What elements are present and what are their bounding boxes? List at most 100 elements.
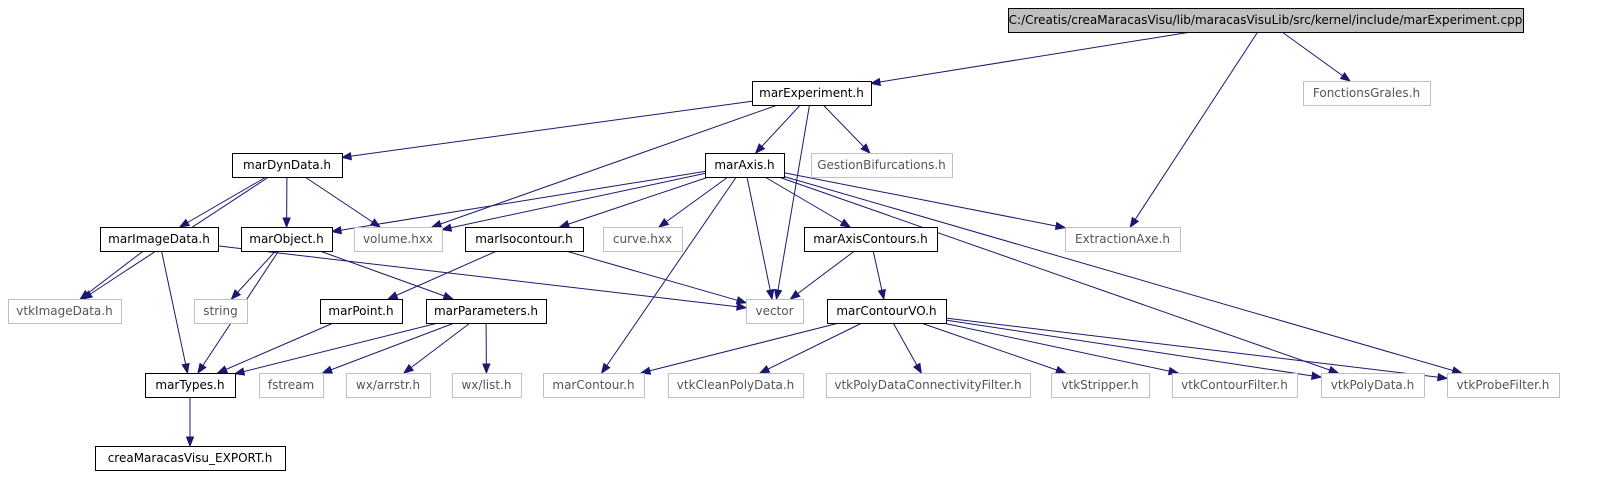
node-wxlist[interactable]: wx/list.h — [452, 373, 522, 398]
node-maraxis[interactable]: marAxis.h — [705, 153, 785, 178]
edge-marimagedata-to-vector — [217, 245, 748, 311]
node-box[interactable] — [232, 153, 343, 178]
node-box[interactable] — [752, 81, 872, 106]
node-box[interactable] — [145, 373, 236, 398]
node-box[interactable] — [8, 299, 122, 324]
node-fonctionsgrales[interactable]: FonctionsGrales.h — [1303, 81, 1431, 106]
node-gestionbifurcations[interactable]: GestionBifurcations.h — [811, 153, 953, 178]
node-maraxiscontours[interactable]: marAxisContours.h — [804, 227, 938, 252]
node-vtkpolydata[interactable]: vtkPolyData.h — [1321, 373, 1425, 398]
node-string[interactable]: string — [194, 299, 248, 324]
node-box[interactable] — [804, 227, 938, 252]
node-vtkimagedata[interactable]: vtkImageData.h — [8, 299, 122, 324]
node-fstream[interactable]: fstream — [259, 373, 324, 398]
node-box[interactable] — [1065, 227, 1181, 252]
node-martypes[interactable]: marTypes.h — [145, 373, 236, 398]
edge-line — [746, 176, 773, 300]
node-box[interactable] — [320, 299, 403, 324]
node-marobject[interactable]: marObject.h — [241, 227, 333, 252]
edge-arrowhead — [386, 291, 399, 300]
edge-line — [304, 176, 381, 228]
edge-arrowhead — [773, 288, 783, 301]
node-label: marContourVO.h — [836, 304, 936, 318]
node-box[interactable] — [241, 227, 333, 252]
edge-marparameters-to-fstream — [321, 322, 455, 374]
node-box[interactable] — [603, 227, 683, 252]
edge-arrowhead — [185, 436, 195, 448]
edge-line — [565, 250, 747, 304]
edge-arrowhead — [1451, 366, 1463, 375]
edge-arrowhead — [216, 365, 229, 374]
edge-marcontourvo-to-vtkcleanpolydata — [758, 322, 863, 374]
node-box[interactable] — [827, 299, 947, 324]
node-marexperiment[interactable]: marExperiment.h — [752, 81, 872, 106]
edge-marimagedata-to-vtkimagedata — [79, 250, 144, 300]
edge-maraxis-to-marisocontour — [558, 176, 709, 229]
node-box[interactable] — [746, 299, 804, 324]
node-box[interactable] — [705, 153, 785, 178]
node-box[interactable] — [543, 373, 645, 398]
node-box[interactable] — [354, 227, 443, 252]
node-vtkcontourfilter[interactable]: vtkContourFilter.h — [1172, 373, 1298, 398]
edge-line — [217, 322, 334, 374]
node-creamaracasvisuexport[interactable]: creaMaracasVisu_EXPORT.h — [95, 446, 286, 471]
node-box[interactable] — [465, 227, 584, 252]
node-box[interactable] — [100, 227, 219, 252]
edge-marexperiment-to-gestionbifurcations — [822, 104, 871, 154]
node-box[interactable] — [1008, 8, 1524, 33]
node-mardyndata[interactable]: marDynData.h — [232, 153, 343, 178]
edge-line — [755, 104, 801, 154]
node-vtkpolydataconnectivityfilter[interactable]: vtkPolyDataConnectivityFilter.h — [826, 373, 1031, 398]
edge-line — [822, 104, 871, 154]
node-box[interactable] — [452, 373, 522, 398]
edge-arrowhead — [735, 296, 748, 305]
node-vtkstripper[interactable]: vtkStripper.h — [1051, 373, 1150, 398]
edge-marparameters-to-martypes — [233, 322, 439, 376]
edge-line — [387, 250, 498, 300]
edge-arrowhead — [639, 366, 652, 375]
node-label: marPoint.h — [328, 304, 393, 318]
edge-arrowhead — [197, 362, 207, 375]
node-marcontour[interactable]: marContour.h — [543, 373, 645, 398]
edge-line — [161, 250, 188, 374]
edge-line — [331, 170, 706, 233]
node-root[interactable]: C:/Creatis/creaMaracasVisu/lib/maracasVi… — [1008, 8, 1524, 33]
node-box[interactable] — [1172, 373, 1298, 398]
node-vtkcleanpolydata[interactable]: vtkCleanPolyData.h — [668, 373, 804, 398]
node-vtkprobefilter[interactable]: vtkProbeFilter.h — [1447, 373, 1560, 398]
node-marcontourvo[interactable]: marContourVO.h — [827, 299, 947, 324]
node-box[interactable] — [426, 299, 547, 324]
node-box[interactable] — [826, 373, 1031, 398]
node-box[interactable] — [668, 373, 804, 398]
node-box[interactable] — [1321, 373, 1425, 398]
node-vector[interactable]: vector — [746, 299, 804, 324]
node-box[interactable] — [1303, 81, 1431, 106]
node-curve[interactable]: curve.hxx — [603, 227, 683, 252]
node-box[interactable] — [95, 446, 286, 471]
edge-maraxis-to-vector — [746, 176, 775, 301]
node-marparameters[interactable]: marParameters.h — [426, 299, 547, 324]
node-box[interactable] — [811, 153, 953, 178]
node-box[interactable] — [1051, 373, 1150, 398]
edge-arrowhead — [442, 291, 455, 300]
node-extractionaxe[interactable]: ExtractionAxe.h — [1065, 227, 1181, 252]
edge-arrowhead — [1437, 372, 1449, 382]
edge-maraxis-to-marcontour — [600, 176, 737, 375]
node-box[interactable] — [1447, 373, 1560, 398]
node-marisocontour[interactable]: marIsocontour.h — [465, 227, 584, 252]
node-label: vtkImageData.h — [16, 304, 112, 318]
node-marpoint[interactable]: marPoint.h — [320, 299, 403, 324]
edge-arrowhead — [1339, 72, 1352, 82]
node-wxarrstr[interactable]: wx/arrstr.h — [346, 373, 431, 398]
edge-line — [1281, 31, 1351, 82]
edge-arrowhead — [877, 288, 886, 301]
node-box[interactable] — [259, 373, 324, 398]
node-box[interactable] — [346, 373, 431, 398]
node-volume[interactable]: volume.hxx — [354, 227, 443, 252]
edge-marcontourvo-to-vtkpolydataconnectivityfilter — [892, 322, 922, 375]
node-marimagedata[interactable]: marImageData.h — [100, 227, 219, 252]
edge-line — [217, 245, 747, 309]
node-box[interactable] — [194, 299, 248, 324]
node-label: vtkCleanPolyData.h — [677, 378, 794, 392]
